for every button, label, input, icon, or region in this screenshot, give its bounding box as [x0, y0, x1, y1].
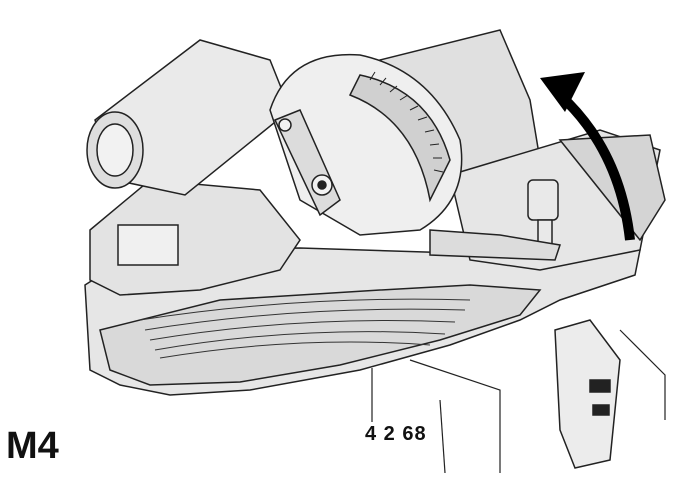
blade-teeth: [369, 71, 444, 173]
leader-lines: [371, 329, 666, 474]
callout-number-label: 4 2 68: [365, 423, 427, 445]
motor-cylinder: [86, 39, 291, 196]
base-slats: [139, 298, 471, 359]
saw-housing: [89, 179, 301, 296]
lock-knob: [429, 179, 561, 261]
pivot-linkage: [273, 109, 341, 217]
lower-bracket: [554, 319, 621, 469]
figure-label: M4: [6, 425, 59, 467]
rotation-arrow: [540, 72, 635, 241]
